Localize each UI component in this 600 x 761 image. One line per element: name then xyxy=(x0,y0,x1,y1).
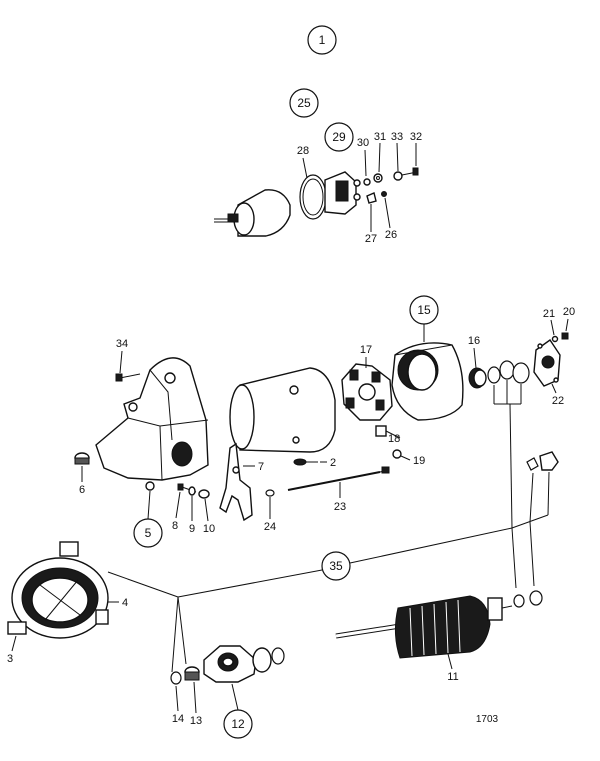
label-2: 2 xyxy=(330,457,336,469)
through-bolt-23 xyxy=(287,466,390,491)
label-13: 13 xyxy=(190,715,202,727)
washer-24 xyxy=(265,489,275,497)
label-9: 9 xyxy=(189,523,195,535)
label-7: 7 xyxy=(258,461,264,473)
label-33: 33 xyxy=(391,131,403,143)
drive-end-housing xyxy=(74,357,209,491)
label-20: 20 xyxy=(563,306,575,318)
bearing-16 xyxy=(468,367,487,389)
figure-code: 1703 xyxy=(476,714,499,725)
field-coil xyxy=(391,342,464,421)
shift-lever xyxy=(219,442,253,522)
label-8: 8 xyxy=(172,520,178,532)
label-31: 31 xyxy=(374,131,386,143)
callout-5: 5 xyxy=(133,518,163,548)
label-34: 34 xyxy=(116,338,128,350)
callout-25-label: 25 xyxy=(297,96,311,110)
label-28: 28 xyxy=(297,145,309,157)
brush-18 xyxy=(375,425,401,439)
label-17: 17 xyxy=(360,344,372,356)
callout-15: 15 xyxy=(409,295,439,325)
label-18: 18 xyxy=(388,433,400,445)
callout-25: 25 xyxy=(289,88,319,118)
nuts-right xyxy=(526,451,559,471)
drive-pinion xyxy=(203,645,285,683)
label-26: 26 xyxy=(385,229,397,241)
armature xyxy=(335,590,543,659)
label-22: 22 xyxy=(552,395,564,407)
solenoid-assembly xyxy=(214,167,419,237)
callout-29: 29 xyxy=(324,122,354,152)
brush-holder xyxy=(341,363,393,421)
label-32: 32 xyxy=(410,131,422,143)
yoke-housing xyxy=(229,367,336,453)
callout-15-label: 15 xyxy=(417,303,431,317)
callout-12-label: 12 xyxy=(231,717,245,731)
screw-21-20 xyxy=(551,332,569,343)
label-24: 24 xyxy=(264,521,276,533)
callout-35: 35 xyxy=(321,551,351,581)
label-14: 14 xyxy=(172,713,184,725)
label-21: 21 xyxy=(543,308,555,320)
label-16: 16 xyxy=(468,335,480,347)
label-30: 30 xyxy=(357,137,369,149)
label-4: 4 xyxy=(122,597,128,609)
commutator-end-bracket xyxy=(7,541,109,639)
label-11: 11 xyxy=(447,671,458,683)
screw-2 xyxy=(293,458,318,466)
label-23: 23 xyxy=(334,501,346,513)
label-19: 19 xyxy=(413,455,425,467)
callout-1-label: 1 xyxy=(319,33,326,47)
callout-29-label: 29 xyxy=(332,130,346,144)
ring-14 xyxy=(170,671,182,685)
end-cap-22 xyxy=(533,339,561,387)
shims xyxy=(487,360,530,384)
label-6: 6 xyxy=(79,484,85,496)
label-3: 3 xyxy=(7,653,13,665)
callout-35-label: 35 xyxy=(329,559,343,573)
label-10: 10 xyxy=(203,523,215,535)
callout-5-label: 5 xyxy=(145,526,152,540)
pivot-parts xyxy=(177,483,210,499)
bush-13 xyxy=(184,666,200,681)
label-27: 27 xyxy=(365,233,377,245)
callout-1: 1 xyxy=(307,25,337,55)
nut-19 xyxy=(392,449,402,459)
callout-12: 12 xyxy=(223,709,253,739)
